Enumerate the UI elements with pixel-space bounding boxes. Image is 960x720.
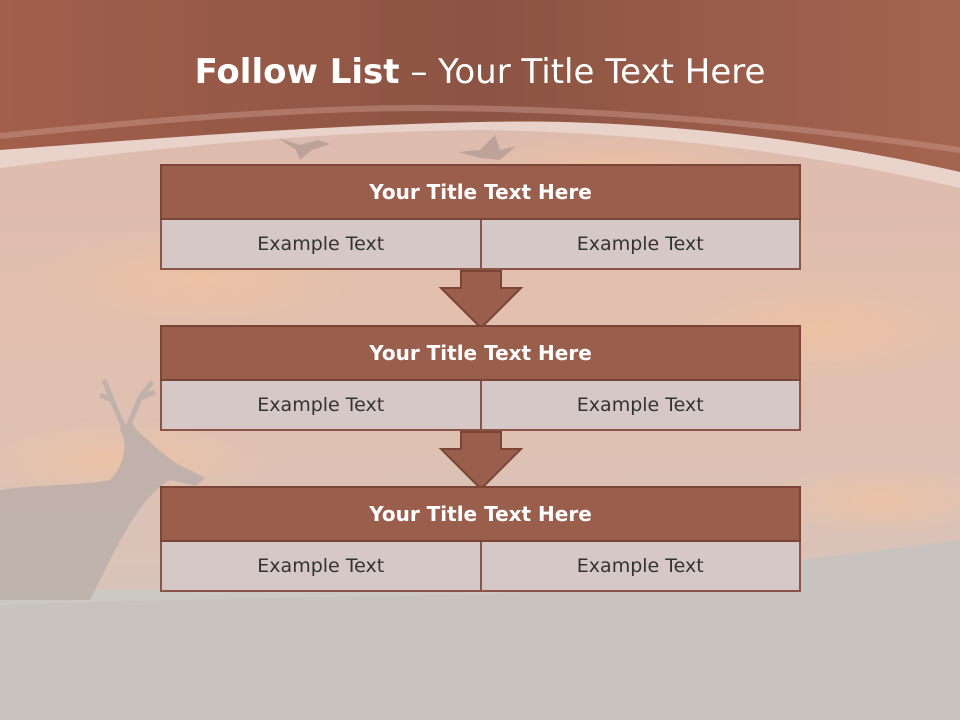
slide-title: Follow List – Your Title Text Here <box>0 52 960 92</box>
bird-silhouette <box>458 135 516 160</box>
flow-block-row: Example Text Example Text <box>160 542 801 592</box>
down-arrow-icon <box>438 431 524 491</box>
flow-block-cell-right: Example Text <box>481 381 801 431</box>
flow-block-cell-right: Example Text <box>481 220 801 270</box>
flow-block-row: Example Text Example Text <box>160 220 801 270</box>
slide-title-bold: Follow List <box>194 52 400 92</box>
down-arrow-icon <box>438 270 524 330</box>
slide-title-light: – Your Title Text Here <box>399 52 766 92</box>
flow-block-2: Your Title Text Here Example Text Exampl… <box>160 325 801 431</box>
bird-silhouette <box>278 138 330 160</box>
deer-silhouette <box>0 379 205 600</box>
flow-block-row: Example Text Example Text <box>160 381 801 431</box>
flow-block-title: Your Title Text Here <box>160 486 801 542</box>
flow-block-cell-left: Example Text <box>160 220 482 270</box>
flow-block-cell-left: Example Text <box>160 381 482 431</box>
flow-block-3: Your Title Text Here Example Text Exampl… <box>160 486 801 592</box>
flow-block-title: Your Title Text Here <box>160 164 801 220</box>
flow-block-1: Your Title Text Here Example Text Exampl… <box>160 164 801 270</box>
top-banner <box>0 0 960 172</box>
flow-block-cell-right: Example Text <box>481 542 801 592</box>
flow-block-cell-left: Example Text <box>160 542 482 592</box>
flow-block-title: Your Title Text Here <box>160 325 801 381</box>
